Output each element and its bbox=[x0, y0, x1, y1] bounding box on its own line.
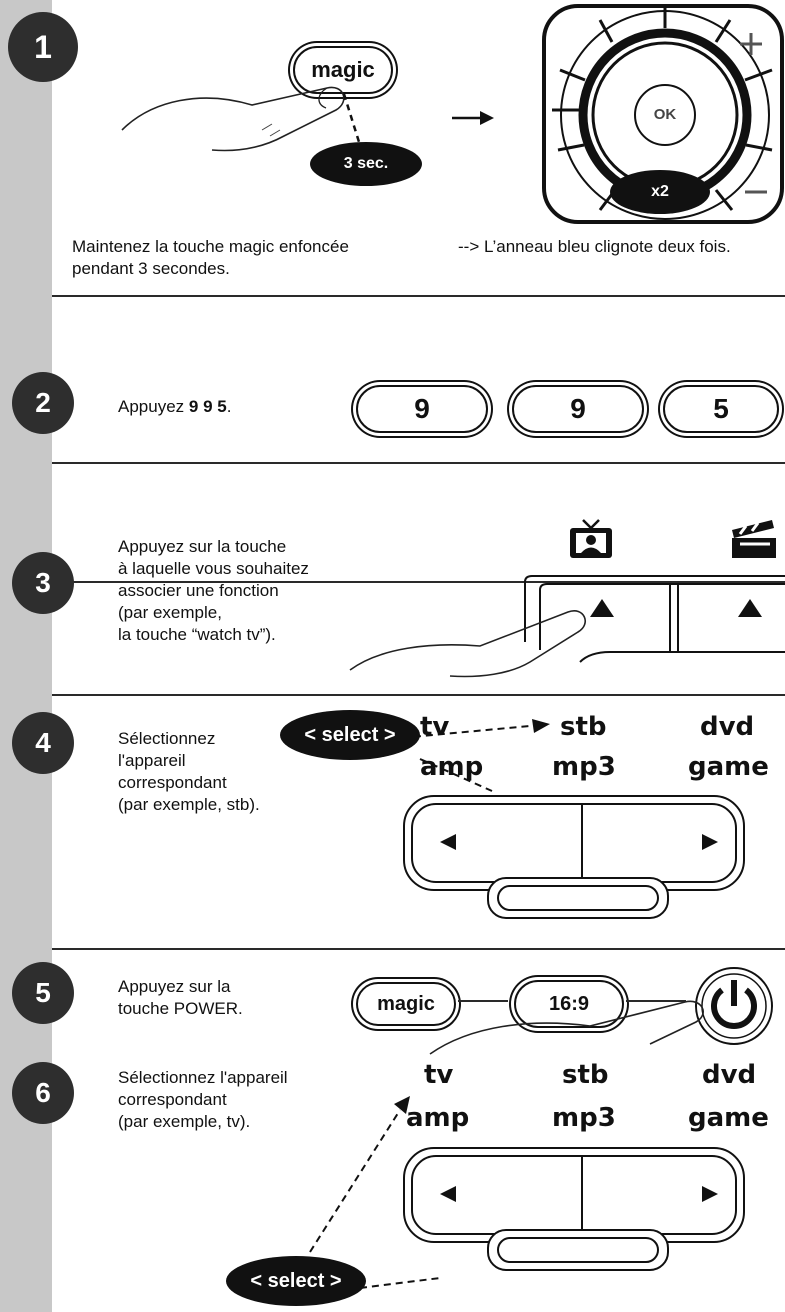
step-5-instruction: Appuyez sur la touche POWER. bbox=[118, 976, 243, 1020]
key-5: 5 bbox=[663, 385, 779, 433]
text-line: (par exemple, bbox=[118, 603, 222, 622]
text-line: associer une fonction bbox=[118, 581, 279, 600]
select-arrow bbox=[309, 1096, 441, 1289]
key-label: 5 bbox=[713, 393, 729, 424]
device-label-stb: stb bbox=[562, 1060, 609, 1090]
text-line: correspondant bbox=[118, 773, 227, 792]
ratio-key-label: 16:9 bbox=[548, 992, 590, 1015]
step-2-text-end: . bbox=[226, 397, 232, 416]
text-line: la touche “watch tv”). bbox=[118, 625, 276, 644]
step-number-badge: 2 bbox=[12, 372, 74, 434]
text-line: (par exemple, tv). bbox=[118, 1112, 251, 1131]
device-label-tv: tv bbox=[420, 712, 450, 742]
magic-key-label: magic bbox=[311, 57, 375, 82]
text-line: (par exemple, stb). bbox=[118, 795, 260, 814]
text-line: Appuyez sur la bbox=[118, 977, 231, 996]
navigation-keys bbox=[403, 1147, 745, 1271]
divider bbox=[52, 581, 785, 583]
step-number-badge: 5 bbox=[12, 962, 74, 1024]
divider bbox=[52, 694, 785, 696]
tv-icon bbox=[570, 519, 612, 558]
magic-key: magic bbox=[293, 46, 393, 94]
key-9: 9 bbox=[512, 385, 644, 433]
step-2-text: Appuyez bbox=[118, 397, 189, 416]
divider bbox=[52, 295, 785, 297]
step-2-keys: 9 9 5 bbox=[188, 397, 227, 416]
duration-badge: 3 sec. bbox=[310, 142, 422, 186]
hand-icon bbox=[121, 86, 345, 152]
device-label-dvd: dvd bbox=[700, 712, 755, 742]
ratio-key: 16:9 bbox=[514, 980, 624, 1028]
key-9: 9 bbox=[356, 385, 488, 433]
device-label-mp3: mp3 bbox=[552, 752, 616, 782]
film-clapper-icon bbox=[732, 520, 776, 558]
step-2-instruction: Appuyez 9 9 5. bbox=[118, 396, 231, 418]
step-number-badge: 1 bbox=[8, 12, 78, 82]
text-line: l'appareil bbox=[118, 751, 186, 770]
blink-label: x2 bbox=[651, 183, 669, 200]
text-line: à laquelle vous souhaitez bbox=[118, 559, 309, 578]
step-6-instruction: Sélectionnez l'appareil correspondant (p… bbox=[118, 1067, 288, 1133]
arrow-right-icon bbox=[452, 111, 494, 125]
watch-tv-key bbox=[349, 575, 785, 678]
duration-label: 3 sec. bbox=[343, 155, 389, 172]
device-label-tv: tv bbox=[424, 1060, 454, 1090]
device-label-dvd: dvd bbox=[702, 1060, 757, 1090]
step-number-badge: 3 bbox=[12, 552, 74, 614]
device-label-amp: amp bbox=[406, 1103, 470, 1133]
blink-badge: x2 bbox=[610, 170, 710, 214]
key-label: 9 bbox=[570, 393, 586, 424]
text-line: correspondant bbox=[118, 1090, 227, 1109]
step-number-badge: 4 bbox=[12, 712, 74, 774]
select-label: < select > bbox=[250, 1269, 342, 1292]
divider bbox=[52, 462, 785, 464]
step-number-badge: 6 bbox=[12, 1062, 74, 1124]
step-1-instruction-line2: pendant 3 secondes. bbox=[72, 259, 230, 278]
connector-line bbox=[458, 1000, 508, 1002]
device-label-game: game bbox=[688, 752, 769, 782]
device-label-amp: amp bbox=[420, 752, 484, 782]
power-icon bbox=[695, 967, 773, 1045]
connector-line bbox=[626, 1000, 686, 1002]
select-label: < select > bbox=[304, 723, 396, 746]
text-line: Sélectionnez bbox=[118, 729, 216, 748]
divider bbox=[52, 948, 785, 950]
magic-key: magic bbox=[356, 982, 456, 1026]
device-label-mp3: mp3 bbox=[552, 1103, 616, 1133]
step-3-instruction: Appuyez sur la touche à laquelle vous so… bbox=[118, 536, 309, 646]
step-1-instruction-line1: Maintenez la touche magic enfoncée bbox=[72, 237, 349, 256]
device-label-game: game bbox=[688, 1103, 769, 1133]
select-badge: < select > bbox=[226, 1256, 366, 1306]
text-line: Sélectionnez l'appareil bbox=[118, 1068, 288, 1087]
step-1-result: --> L’anneau bleu clignote deux fois. bbox=[458, 237, 731, 256]
ok-key-label: OK bbox=[653, 106, 677, 123]
select-badge: < select > bbox=[280, 710, 420, 760]
device-label-stb: stb bbox=[560, 712, 607, 742]
magic-key-label: magic bbox=[377, 992, 435, 1015]
text-line: touche POWER. bbox=[118, 999, 243, 1018]
key-label: 9 bbox=[414, 393, 430, 424]
navigation-keys bbox=[403, 795, 745, 919]
step-4-instruction: Sélectionnez l'appareil correspondant (p… bbox=[118, 728, 260, 816]
hand-icon bbox=[429, 1000, 704, 1055]
text-line: Appuyez sur la touche bbox=[118, 537, 287, 556]
